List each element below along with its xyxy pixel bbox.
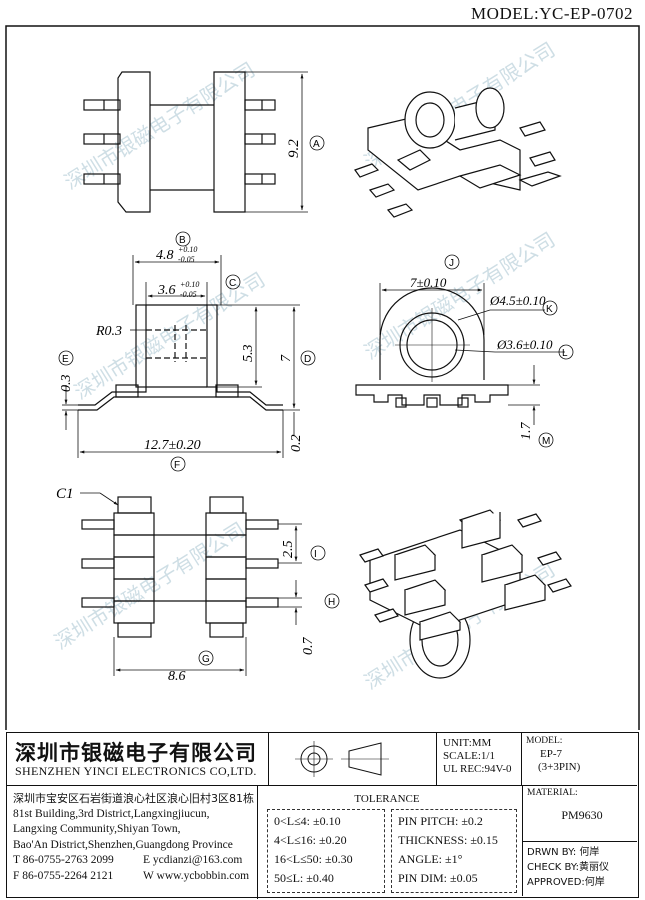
watermark-5: 深圳市银磁电子有限公司	[50, 517, 249, 654]
label-a: A	[313, 139, 320, 150]
section-view	[58, 231, 316, 472]
dim-c-tol-up: +0.10	[180, 280, 199, 289]
dim-f-value: 12.7±0.20	[144, 438, 201, 453]
tel: T 86-0755-2763 2099	[13, 854, 114, 867]
fax: F 86-0755-2264 2121	[13, 869, 114, 882]
isometric-view-top	[354, 87, 562, 218]
bottom-view	[80, 492, 340, 676]
address-cn: 深圳市宝安区石岩街道浪心社区浪心旧村3区81栋	[13, 792, 254, 805]
title-block: 深圳市银磁电子有限公司 SHENZHEN YINCI ELECTRONICS C…	[6, 732, 639, 899]
dim-b-tol-dn: -0.05	[178, 255, 195, 264]
dim-j-value: 7±0.10	[410, 275, 447, 290]
company-name-cn: 深圳市银磁电子有限公司	[15, 740, 257, 765]
contact-row-2: F 86-0755-2264 2121 W www.ycbobbin.com	[13, 869, 254, 885]
tolerance-title: TOLERANCE	[354, 793, 420, 805]
unit-section: UNIT:MM SCALE:1/1 UL REC:94V-0	[437, 733, 522, 786]
projection-icon	[295, 741, 389, 777]
isometric-view-bottom	[359, 509, 572, 679]
signature-section: DRWN BY: 何岸 CHECK BY:黄丽仪 APPROVED:何岸	[522, 842, 637, 896]
scale: SCALE:1/1	[443, 750, 495, 762]
material-section: MATERIAL: PM9630	[522, 786, 637, 842]
label-b: B	[179, 235, 186, 246]
dim-02-value: 0.2	[289, 435, 304, 453]
dim-b-value: 4.8	[156, 248, 174, 263]
material-label: MATERIAL:	[527, 788, 578, 798]
dim-53-value: 5.3	[241, 345, 256, 363]
tolerance-right: PIN PITCH: ±0.2 THICKNESS: ±0.15 ANGLE: …	[391, 809, 517, 893]
email: E ycdianzi@163.com	[143, 854, 243, 867]
label-i: I	[314, 549, 317, 560]
tolerance-row: 50≤L: ±0.40	[274, 871, 334, 885]
tolerance-row: 0<L≤4: ±0.10	[274, 814, 341, 828]
label-f: F	[174, 460, 180, 471]
tolerance-left: 0<L≤4: ±0.10 4<L≤16: ±0.20 16<L≤50: ±0.3…	[267, 809, 385, 893]
address-en-1: 81st Building,3rd District,Langxingjiucu…	[13, 807, 210, 820]
tolerance-row: PIN PITCH: ±0.2	[398, 814, 483, 828]
label-k: K	[546, 304, 553, 315]
ul-rec: UL REC:94V-0	[443, 763, 512, 775]
unit: UNIT:MM	[443, 737, 492, 749]
dim-g-value: 8.6	[168, 669, 186, 684]
address-block: 深圳市宝安区石岩街道浪心社区浪心旧村3区81栋 81st Building,3r…	[13, 791, 254, 885]
label-h: H	[328, 597, 335, 608]
approved-by: APPROVED:何岸	[527, 877, 605, 888]
dim-a-value: 9.2	[286, 139, 302, 158]
technical-drawing: 深圳市银磁电子有限公司 深圳市银磁电子有限公司 深圳市银磁电子有限公司 深圳市银…	[5, 25, 640, 730]
dim-c-value: 3.6	[157, 283, 176, 298]
dim-k-value: Ø4.5±0.10	[489, 293, 546, 308]
label-l: L	[562, 348, 568, 359]
model-label: MODEL:	[526, 736, 563, 746]
dim-l-value: Ø3.6±0.10	[496, 337, 553, 352]
company-name-en: SHENZHEN YINCI ELECTRONICS CO,LTD.	[15, 764, 257, 778]
projection-symbol	[269, 733, 437, 786]
tolerance-row: PIN DIM: ±0.05	[398, 871, 478, 885]
dim-h-value: 0.7	[301, 637, 316, 656]
model-pins: (3+3PIN)	[538, 761, 581, 773]
label-d: D	[304, 354, 311, 365]
label-j: J	[449, 258, 454, 269]
material-value: PM9630	[561, 808, 603, 822]
dim-i-value: 2.5	[281, 541, 296, 559]
label-g: G	[202, 654, 210, 665]
web: W www.ycbobbin.com	[143, 869, 250, 882]
check-by: CHECK BY:黄丽仪	[527, 862, 610, 873]
model-value: EP-7	[540, 748, 562, 760]
dim-c-tol-dn: -0.05	[180, 290, 197, 299]
drawn-by: DRWN BY: 何岸	[527, 847, 600, 858]
tolerance-row: 4<L≤16: ±0.20	[274, 833, 347, 847]
model-title: MODEL:YC-EP-0702	[471, 4, 633, 23]
dim-d-value: 7	[279, 354, 294, 362]
tolerance-row: 16<L≤50: ±0.30	[274, 852, 353, 866]
dim-e-value: 0.3	[59, 375, 74, 393]
contact-row-1: T 86-0755-2763 2099 E ycdianzi@163.com	[13, 853, 254, 869]
address-divider	[257, 786, 258, 899]
end-view	[355, 254, 574, 448]
label-e: E	[62, 354, 69, 365]
dim-c1: C1	[56, 486, 74, 502]
address-en-2: Langxing Community,Shiyan Town,	[13, 823, 181, 836]
address-en-3: Bao'An District,Shenzhen,Guangdong Provi…	[13, 838, 233, 851]
drawing-border	[5, 25, 640, 730]
dim-radius: R0.3	[95, 324, 122, 339]
label-c: C	[229, 278, 236, 289]
company-section: 深圳市银磁电子有限公司 SHENZHEN YINCI ELECTRONICS C…	[7, 733, 269, 786]
front-view	[83, 71, 325, 213]
tolerance-row: THICKNESS: ±0.15	[398, 833, 498, 847]
tolerance-row: ANGLE: ±1°	[398, 852, 463, 866]
model-section: MODEL: EP-7 (3+3PIN)	[522, 733, 637, 786]
dim-b-tol-up: +0.10	[178, 245, 197, 254]
dim-m-value: 1.7	[519, 422, 534, 441]
label-m: M	[542, 436, 550, 447]
